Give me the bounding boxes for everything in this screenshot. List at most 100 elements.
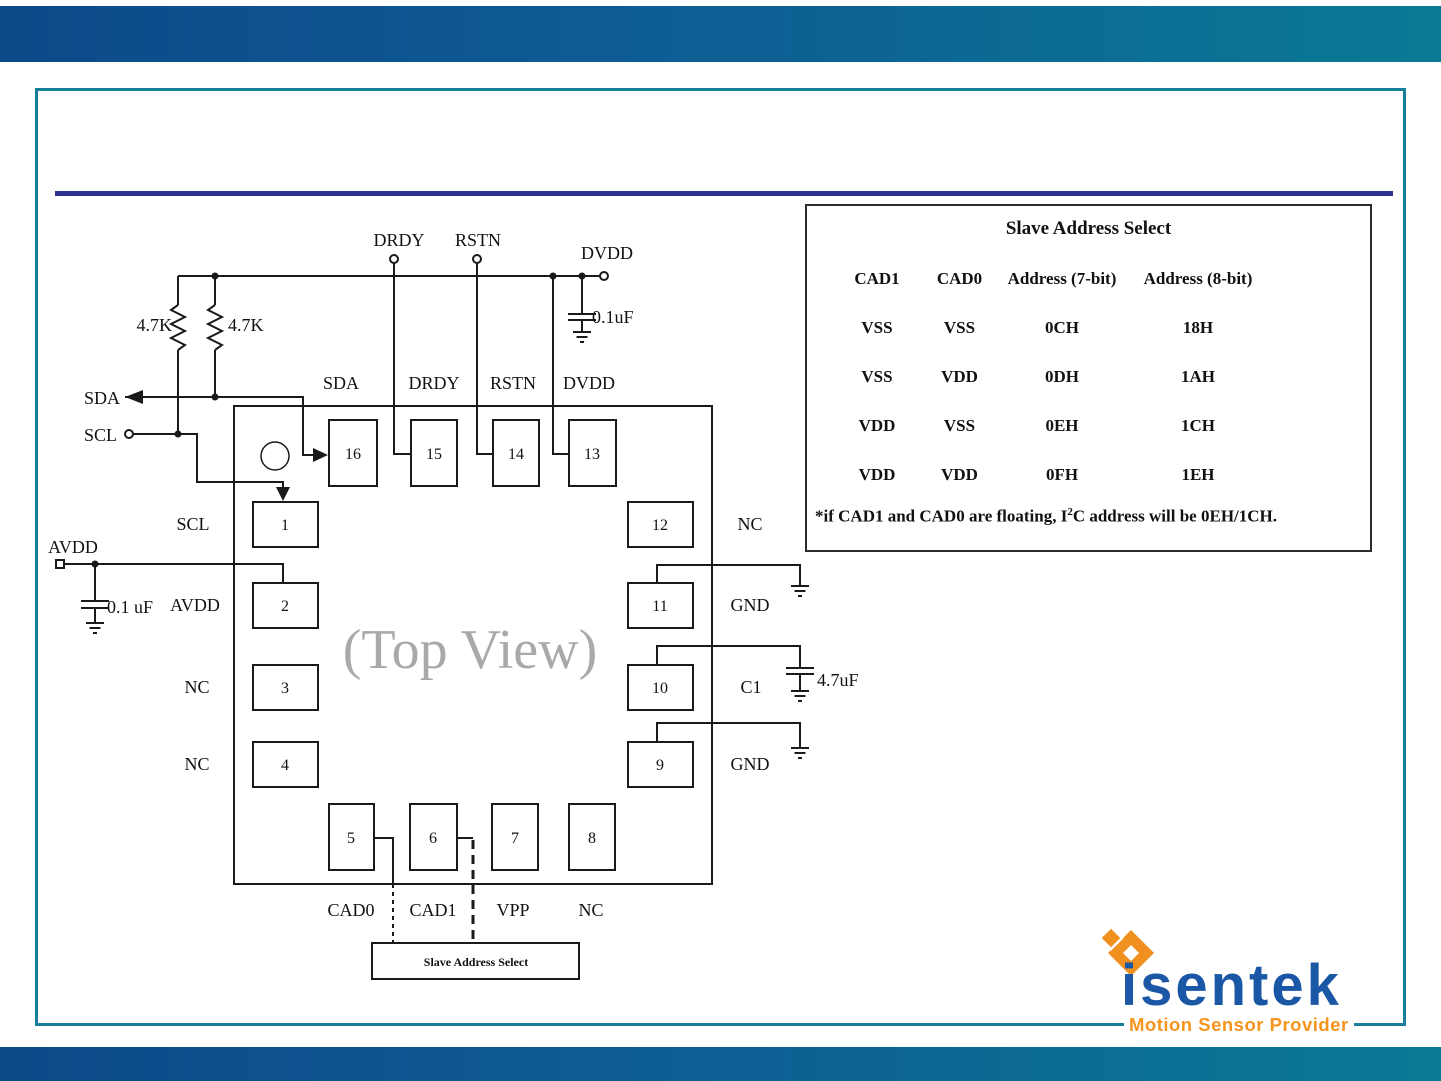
- diamond-hole: [1123, 945, 1139, 961]
- pin-label-vpp: VPP: [496, 900, 529, 920]
- pin-label-dvdd: DVDD: [563, 373, 615, 393]
- pin-number-14: 14: [508, 446, 524, 463]
- cell: VDD: [858, 465, 896, 484]
- pin-box-15: [410, 419, 458, 487]
- table-row: VSS VSS 0CH 18H: [807, 318, 1370, 338]
- terminal-label-rstn: RSTN: [455, 230, 501, 250]
- pin-label-cad0: CAD0: [327, 900, 374, 920]
- cell: 1AH: [1181, 367, 1215, 386]
- terminal-label-dvdd: DVDD: [581, 243, 633, 263]
- footnote-text: *if CAD1 and CAD0 are floating, I: [815, 506, 1068, 526]
- pin-number-16: 16: [345, 446, 361, 463]
- table-row: VDD VSS 0EH 1CH: [807, 416, 1370, 436]
- pin-number-7: 7: [511, 830, 519, 847]
- pin-number-3: 3: [281, 680, 289, 697]
- pin-box-9: [627, 741, 694, 788]
- pin16-arrow-icon: [313, 448, 328, 462]
- pin-box-13: [568, 419, 617, 487]
- cell: 1CH: [1181, 416, 1215, 435]
- pin-label-gnd11: GND: [731, 595, 770, 615]
- slave-address-table: Slave Address Select CAD1 CAD0 Address (…: [805, 204, 1372, 552]
- rstn-terminal-circle: [472, 254, 482, 264]
- col-header-addr8: Address (8-bit): [1143, 269, 1253, 288]
- pin-number-15: 15: [426, 446, 442, 463]
- junction-dots: [91, 272, 586, 568]
- terminal-label-avdd: AVDD: [48, 537, 98, 557]
- avdd-cap: [81, 564, 109, 622]
- terminal-label-sda: SDA: [84, 388, 120, 408]
- pin-label-gnd9: GND: [731, 754, 770, 774]
- cell: 0EH: [1045, 416, 1079, 435]
- pin-label-nc4: NC: [184, 754, 209, 774]
- cell: VDD: [941, 367, 978, 386]
- pin9-gnd-wire: [656, 722, 801, 747]
- pin-boxes: [252, 419, 694, 871]
- arrowheads: [125, 390, 328, 501]
- pin-box-10: [627, 664, 694, 711]
- dvdd-cap-value: 0.1uF: [592, 307, 634, 327]
- avdd-wire: [63, 563, 284, 583]
- pin1-arrow-icon: [276, 487, 290, 501]
- pin-labels: SDA DRDY RSTN DVDD SCL AVDD NC NC NC GND…: [170, 373, 769, 920]
- cell: VSS: [943, 416, 976, 435]
- pin-label-drdy: DRDY: [408, 373, 459, 393]
- pin-box-7: [491, 803, 539, 871]
- pin-number-12: 12: [652, 517, 668, 534]
- cell: 0DH: [1045, 367, 1079, 386]
- rstn-wire: [476, 263, 493, 455]
- dvdd-wire: [552, 276, 569, 455]
- cad0-wire: [374, 837, 394, 884]
- resistor1-value: 4.7K: [137, 315, 173, 335]
- pin9-ground: [791, 747, 809, 759]
- footnote-text: C address will be 0EH/1CH.: [1072, 506, 1278, 526]
- pin-label-scl: SCL: [176, 514, 209, 534]
- pin-box-5: [328, 803, 375, 871]
- pin-box-16: [328, 419, 378, 487]
- cell: 0CH: [1045, 318, 1079, 337]
- pin11-gnd-wire: [656, 564, 801, 585]
- table-footnote: *if CAD1 and CAD0 are floating, I2C addr…: [815, 506, 1277, 527]
- cell: 0FH: [1045, 465, 1079, 484]
- pin-box-11: [627, 582, 694, 629]
- drdy-terminal-circle: [389, 254, 399, 264]
- pin-box-3: [252, 664, 319, 711]
- cell: VSS: [861, 318, 893, 337]
- pin-label-nc3: NC: [184, 677, 209, 697]
- scl-wire: [133, 433, 284, 489]
- dvdd-terminal-circle: [599, 271, 609, 281]
- header-divider-rule: [55, 191, 1393, 196]
- slave-select-box: [371, 942, 580, 980]
- footnote-sup: 2: [1067, 506, 1073, 518]
- bottom-gradient-bar: [0, 1047, 1441, 1081]
- scl-terminal-circle: [124, 429, 134, 439]
- cell: VSS: [943, 318, 976, 337]
- pin-box-12: [627, 501, 694, 548]
- resistor2-zigzag: [205, 304, 225, 351]
- pin-box-4: [252, 741, 319, 788]
- pin-label-sda: SDA: [323, 373, 359, 393]
- table-row: VDD VDD 0FH 1EH: [807, 465, 1370, 485]
- drdy-wire: [393, 263, 411, 455]
- table-row: VSS VDD 0DH 1AH: [807, 367, 1370, 387]
- diamond-small: [1098, 926, 1124, 951]
- cell: VDD: [941, 465, 978, 484]
- chip-watermark: (Top View): [343, 619, 598, 681]
- col-header-addr7: Address (7-bit): [1007, 269, 1117, 288]
- pin11-ground: [791, 585, 809, 597]
- top-gradient-bar: [0, 6, 1441, 62]
- pin-number-11: 11: [652, 598, 667, 615]
- pin-number-1: 1: [281, 517, 289, 534]
- pin-label-nc12: NC: [737, 514, 762, 534]
- pin-number-13: 13: [584, 446, 600, 463]
- sda-arrow-icon: [125, 390, 143, 404]
- pin-number-4: 4: [281, 757, 289, 774]
- pin10-c1-wire: [656, 645, 814, 690]
- brand-wordmark: isentek: [1121, 953, 1342, 1018]
- c1-cap-value: 4.7uF: [817, 670, 859, 690]
- pin-label-avdd: AVDD: [170, 595, 220, 615]
- slave-select-box-label: Slave Address Select: [424, 955, 528, 969]
- resistor2-value: 4.7K: [228, 315, 264, 335]
- cell: 1EH: [1181, 465, 1215, 484]
- avdd-ground: [86, 622, 104, 634]
- pin-number-8: 8: [588, 830, 596, 847]
